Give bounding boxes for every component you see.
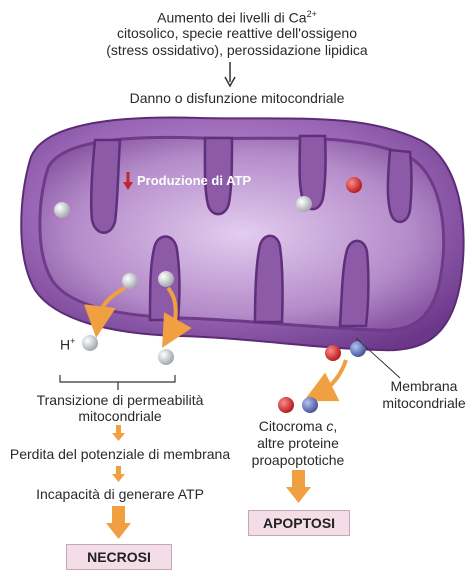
ion-ball — [296, 196, 312, 212]
atp-arrow-head — [123, 182, 133, 190]
permeability-transition-line2: mitocondriale — [78, 408, 162, 424]
ion-release-arrow — [83, 286, 126, 338]
left-bracket — [59, 375, 176, 390]
released-ion — [158, 349, 174, 365]
membrane-pointer-line — [355, 337, 401, 379]
cristae — [89, 134, 413, 328]
red-protein-ball — [325, 345, 341, 361]
apoptosis-arrow — [286, 470, 311, 503]
damage-label: Danno o disfunzione mitocondriale — [129, 90, 345, 106]
red-protein-ball — [346, 177, 362, 193]
header-line-2: citosolico, specie reattive dell'ossigen… — [116, 25, 358, 41]
membrane-label-line1: Membrana — [390, 378, 458, 394]
blue-protein-ball — [350, 341, 366, 357]
ion-ball — [54, 202, 70, 218]
cytochrome-label-line2: altre proteine — [257, 435, 339, 451]
necrosis-box: NECROSI — [66, 544, 172, 570]
ion-ball — [122, 273, 138, 289]
cytochrome-label-line3: proapoptotiche — [251, 452, 345, 468]
atp-label: Produzione di ATP — [137, 173, 252, 188]
cytochrome-release-arrow — [303, 359, 348, 402]
atp-generation-failure: Incapacità di generare ATP — [36, 486, 204, 502]
ion-ball — [158, 271, 174, 287]
permeability-transition-line1: Transizione di permeabilità — [36, 392, 204, 408]
left-chain-arrows — [106, 425, 131, 539]
membrane-potential-loss: Perdita del potenziale di membrana — [9, 446, 231, 462]
header-line-3: (stress ossidativo), perossidazione lipi… — [106, 42, 368, 58]
cytochrome-label-line1: Citocroma c, — [258, 418, 338, 434]
membrane-label-line2: mitocondriale — [382, 395, 466, 411]
cytochrome-blue-ball — [302, 397, 318, 413]
h-plus-ion — [82, 335, 98, 351]
ion-release-arrow — [162, 286, 192, 348]
header-arrow-head — [224, 76, 236, 88]
header-line-1: Aumento dei livelli di Ca2+ — [157, 9, 317, 26]
apoptosis-box: APOPTOSI — [248, 510, 350, 536]
h-plus-label: H+ — [60, 336, 76, 353]
cytochrome-red-ball — [278, 397, 294, 413]
